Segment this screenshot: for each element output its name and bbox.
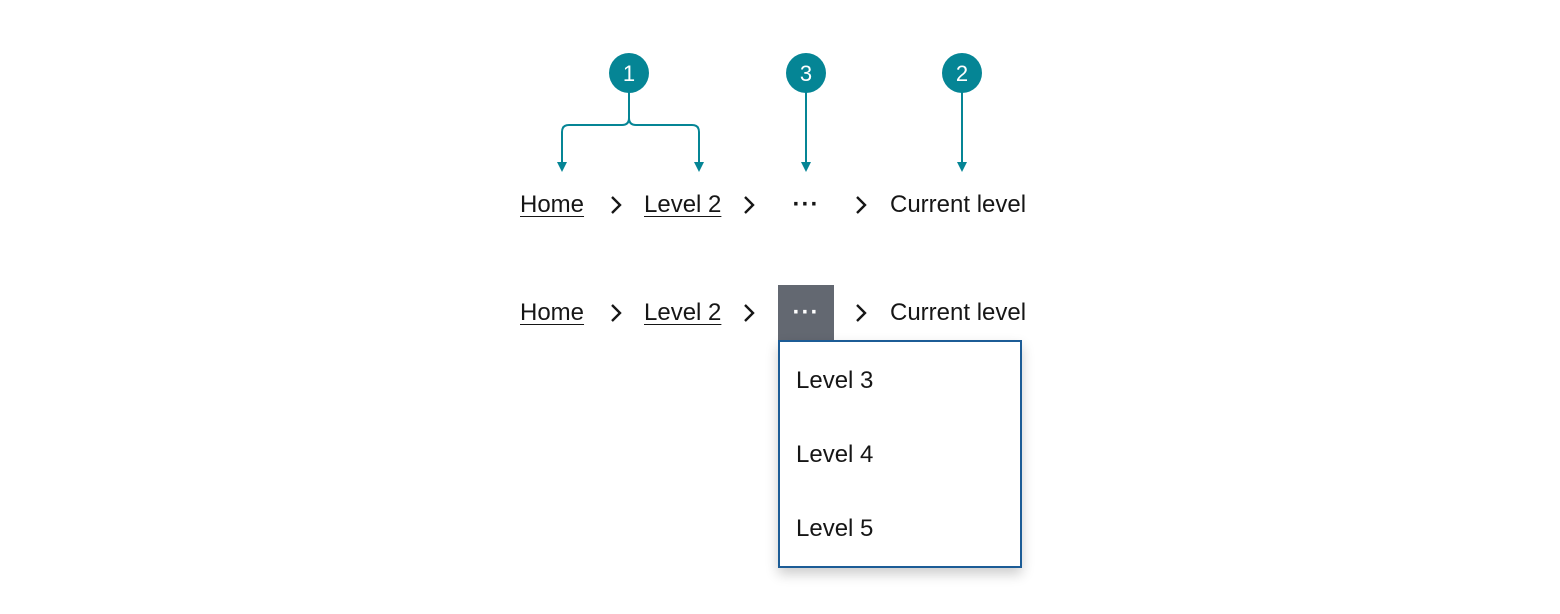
ellipsis-icon: ··· [792,299,820,326]
annotation-1-bracket-left [561,92,630,162]
annotation-arrowhead [801,162,811,172]
annotation-arrowhead [694,162,704,172]
breadcrumb-home-link[interactable]: Home [520,299,585,326]
annotation-badge-3-label: 3 [800,61,812,86]
annotation-arrowhead [557,162,567,172]
chevron-right-icon [606,177,626,233]
breadcrumb-level2-link[interactable]: Level 2 [644,191,722,218]
annotation-badge-2 [942,53,982,93]
breadcrumb-home-link[interactable]: Home [520,191,585,218]
breadcrumb-overflow-button-active[interactable]: ··· [778,285,834,341]
breadcrumb-overflow-button[interactable]: ··· [778,177,834,233]
chevron-right-icon [739,285,759,341]
annotation-1-bracket-right [628,117,700,162]
annotation-badge-1-label: 1 [623,61,635,86]
chevron-right-icon [851,177,871,233]
annotation-badge-1 [609,53,649,93]
breadcrumb-current-level: Current level [890,191,1027,218]
breadcrumb-expanded: Home Level 2 ··· Current level [0,285,1560,341]
menu-item-level-3[interactable]: Level 3 [796,367,874,394]
menu-item-level-4[interactable]: Level 4 [796,441,874,468]
breadcrumb-level2-link[interactable]: Level 2 [644,299,722,326]
breadcrumb-collapsed: Home Level 2 ··· Current level [0,177,1560,233]
annotation-badge-3 [786,53,826,93]
annotation-badge-2-label: 2 [956,61,968,86]
chevron-right-icon [606,285,626,341]
annotation-arrowhead [957,162,967,172]
breadcrumb-overflow-menu: Level 3 Level 4 Level 5 [778,340,1022,568]
breadcrumb-current-level: Current level [890,299,1027,326]
chevron-right-icon [851,285,871,341]
menu-item-level-5[interactable]: Level 5 [796,515,874,542]
chevron-right-icon [739,177,759,233]
ellipsis-icon: ··· [792,191,820,218]
